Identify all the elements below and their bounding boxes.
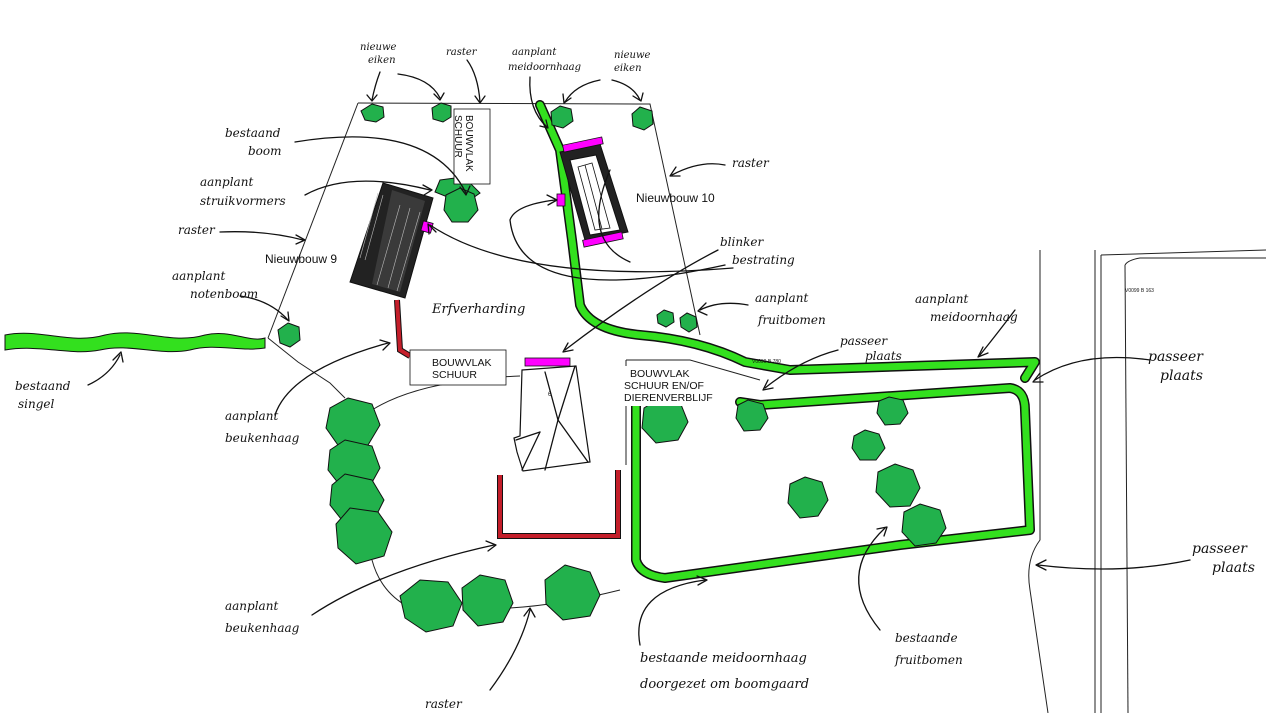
note-nieuwe-eiken-right-2: eiken (614, 63, 642, 74)
note-raster-bottom: raster (425, 697, 463, 711)
note-passeer-low-1: passeer (1192, 541, 1248, 557)
note-passeer-mid-1: passeer (840, 334, 888, 348)
tree-fruit-new-2 (679, 312, 698, 333)
note-fruitbomen-2: fruitbomen (757, 313, 826, 327)
label-nieuwbouw-9: Nieuwbouw 9 (265, 252, 337, 266)
fruit-6 (875, 463, 921, 508)
nieuwbouw-9-building (349, 182, 434, 299)
note-bestaande-fruitbomen-1: bestaande (895, 631, 958, 645)
tree-new-oak-4 (631, 106, 654, 131)
new-meidoorn-hedge (535, 100, 1040, 583)
existing-singel (4, 332, 266, 353)
note-meidoorn-top-2: meidoornhaag (508, 62, 581, 73)
note-raster-top: raster (446, 47, 478, 58)
note-bestaande-fruitbomen-2: fruitbomen (894, 653, 963, 667)
tree-new-oak-1 (360, 103, 385, 123)
paving (394, 299, 621, 539)
label-bouwvlak-top-1: BOUWVLAK (463, 115, 474, 172)
annotations: nieuwe eiken raster aanplant meidoornhaa… (15, 42, 1255, 711)
note-nieuwe-eiken-right-1: nieuwe (614, 50, 651, 61)
note-struikvormers-2: struikvormers (200, 194, 286, 208)
label-house-number: 6 (548, 392, 552, 398)
beech-7 (544, 564, 601, 621)
fruit-2 (735, 399, 769, 432)
note-fruitbomen-1: aanplant (755, 291, 808, 305)
note-meidoorn-right-1: aanplant (915, 292, 968, 306)
note-passeer-right-2: plaats (1160, 368, 1203, 384)
note-meidoorn-right-2: meidoornhaag (930, 310, 1018, 324)
note-passeer-low-2: plaats (1212, 560, 1255, 576)
fruit-7 (901, 503, 947, 547)
tree-new-oak-2 (431, 102, 452, 123)
note-erfverharding: Erfverharding (431, 302, 525, 317)
label-bouwvlak-mid-2: SCHUUR (432, 369, 477, 381)
label-bouwvlak-mid-1: BOUWVLAK (432, 357, 492, 369)
label-bouwvlak-dier-1: BOUWVLAK (630, 368, 690, 380)
note-bestaand-boom-1: bestaand (225, 126, 281, 140)
label-bouwvlak-dier-2: SCHUUR EN/OF (624, 380, 704, 392)
boundary-lines (267, 102, 1266, 713)
note-nieuwe-eiken-left-1: nieuwe (360, 42, 397, 53)
note-blinker-1: blinker (720, 235, 764, 249)
label-parcel-2: V0099 B 780 (752, 359, 781, 365)
tree-existing (443, 187, 479, 223)
note-bestaande-meidoorn-1: bestaande meidoornhaag (640, 651, 807, 666)
fruit-4 (851, 429, 886, 461)
beech-5 (399, 579, 463, 633)
tree-fruit-new-1 (656, 309, 675, 328)
note-notenboom-1: aanplant (172, 269, 225, 283)
note-bestaande-meidoorn-2: doorgezet om boomgaard (640, 677, 809, 692)
note-beukenhaag-1: aanplant (225, 409, 278, 423)
note-bestaand-boom-2: boom (248, 144, 282, 158)
existing-house-6 (513, 357, 591, 472)
beech-6 (461, 574, 514, 627)
label-bouwvlak-dier-3: DIERENVERBLIJF (624, 392, 713, 404)
fruit-5 (787, 476, 829, 519)
tree-new-oak-3 (550, 105, 574, 129)
note-blinker-2: bestrating (732, 253, 795, 267)
note-meidoorn-top-1: aanplant (512, 47, 557, 58)
beech-4 (335, 507, 393, 565)
note-notenboom-2: notenboom (190, 287, 258, 301)
note-singel-1: bestaand (15, 379, 71, 393)
tree-walnut (277, 322, 301, 348)
plan-boxes (409, 108, 702, 406)
nieuwbouw-10-building (556, 136, 629, 248)
note-passeer-right-1: passeer (1148, 349, 1204, 365)
note-nieuwe-eiken-left-2: eiken (368, 55, 396, 66)
annotation-arrows (87, 59, 1191, 691)
fruit-3 (876, 396, 909, 426)
label-bouwvlak-top: BOUWVLAK SCHUUR (452, 115, 474, 172)
note-raster-right: raster (732, 156, 770, 170)
note-beukenhaag-2: beukenhaag (225, 431, 300, 445)
note-beukenhaag-low-2: beukenhaag (225, 621, 300, 635)
note-beukenhaag-low-1: aanplant (225, 599, 278, 613)
note-struikvormers-1: aanplant (200, 175, 253, 189)
note-passeer-mid-2: plaats (865, 349, 902, 363)
trees (277, 102, 947, 633)
beech-1 (325, 397, 381, 449)
note-raster-left: raster (178, 223, 216, 237)
label-nieuwbouw-10: Nieuwbouw 10 (636, 191, 715, 205)
note-singel-2: singel (18, 397, 55, 411)
label-parcel-1: V0099 B 163 (1125, 288, 1154, 294)
label-bouwvlak-top-2: SCHUUR (452, 115, 463, 158)
